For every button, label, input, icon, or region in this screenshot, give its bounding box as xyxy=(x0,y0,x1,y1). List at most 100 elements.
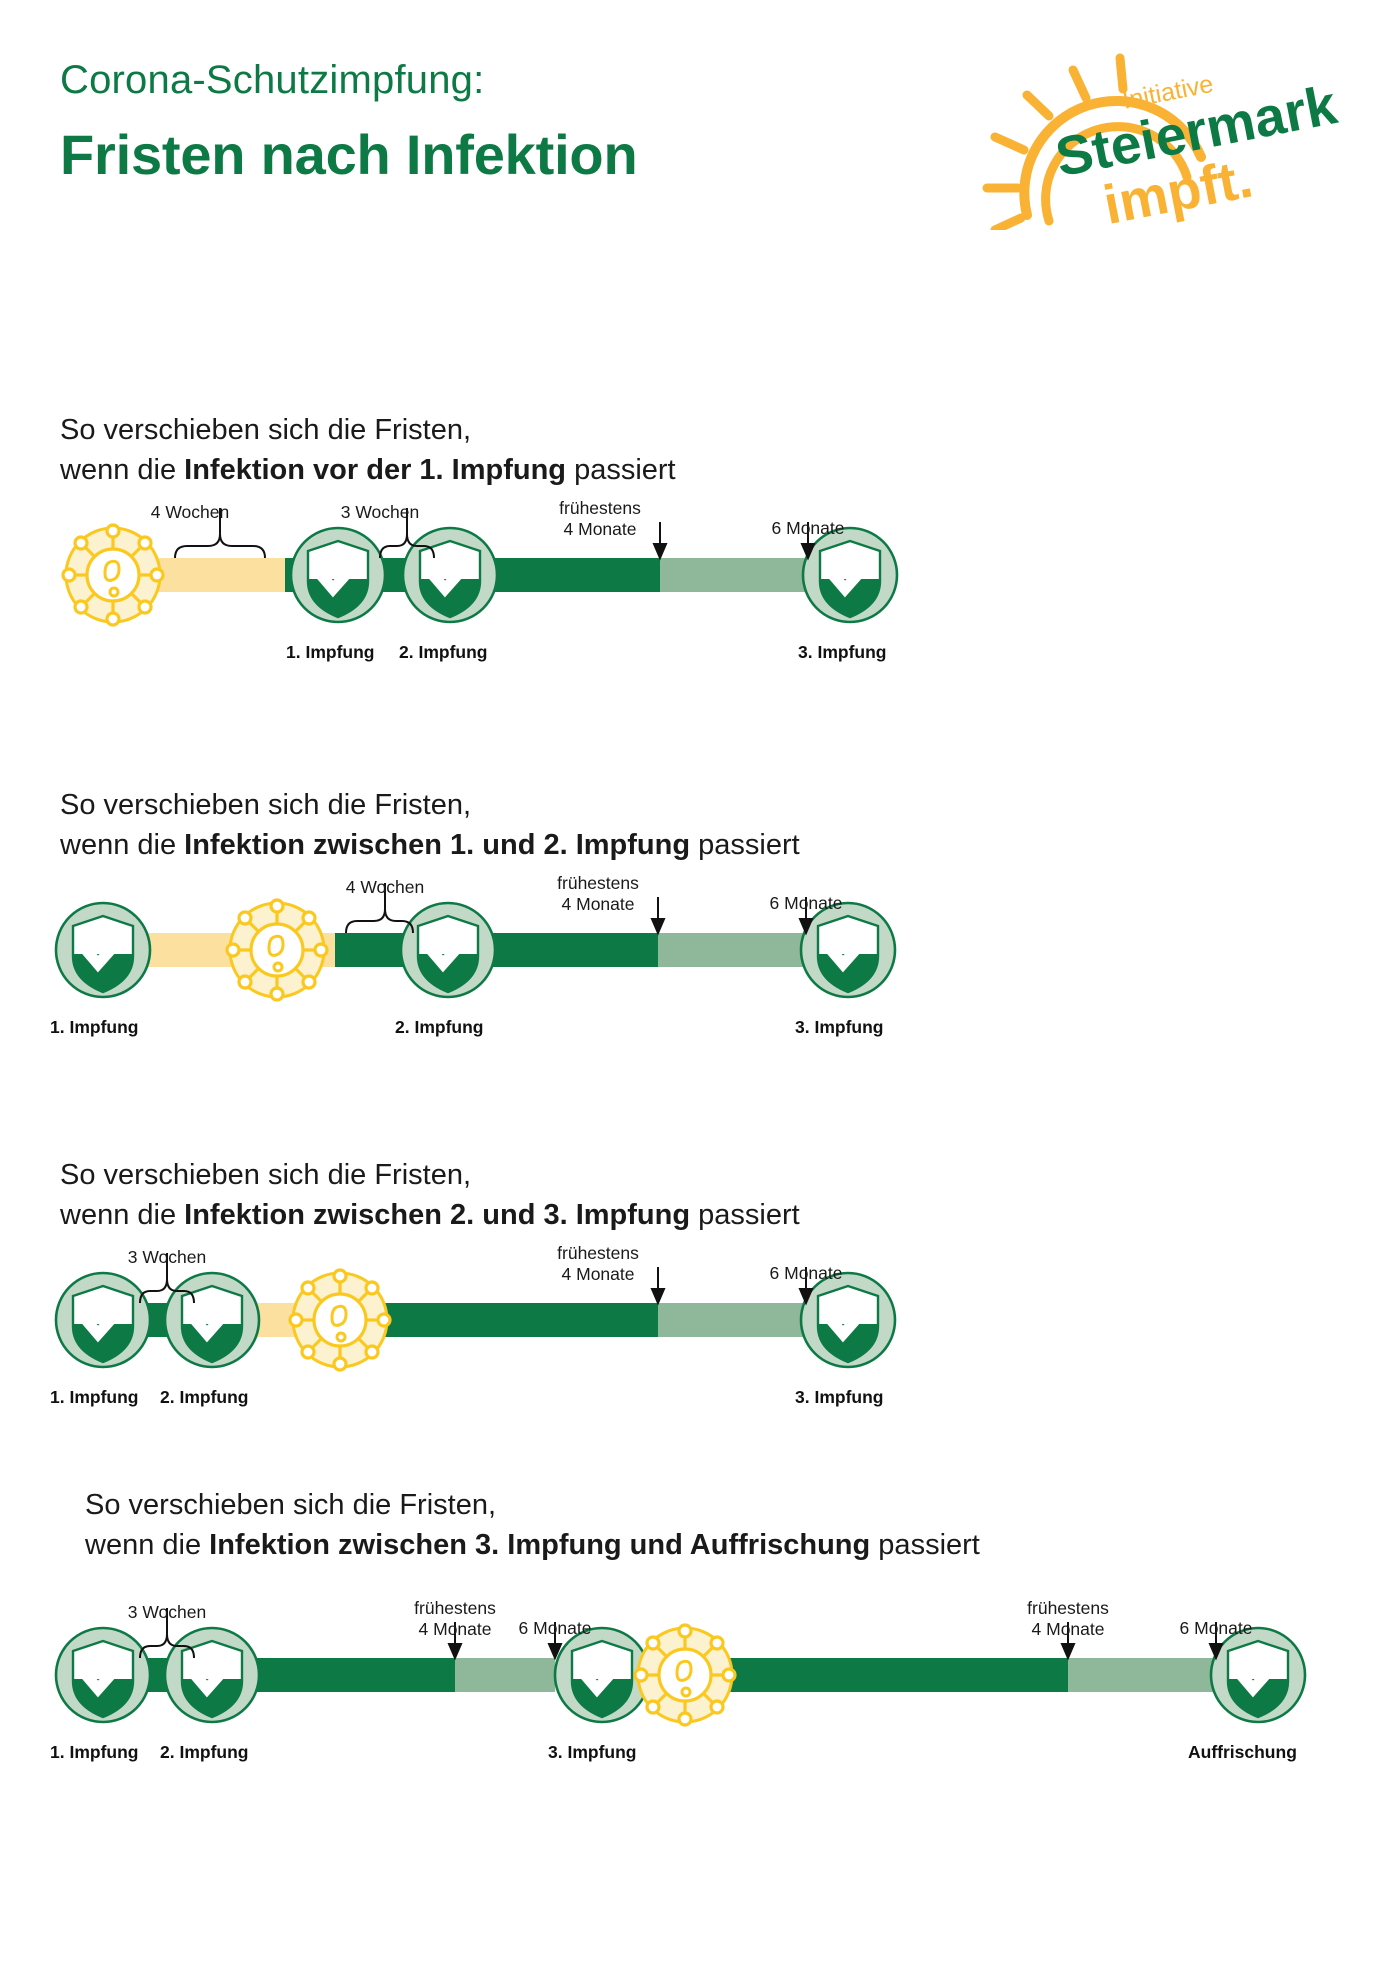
page-title: Fristen nach Infektion xyxy=(60,123,638,186)
arrow-label-4-monate-2: frühestens 4 Monate xyxy=(998,1598,1138,1639)
heading-line2-post: passiert xyxy=(870,1529,980,1562)
page-header: Corona-Schutzimpfung: Fristen nach Infek… xyxy=(0,0,1400,270)
arrow-4-monate-1 xyxy=(447,1622,463,1661)
arrow-4-monate xyxy=(652,522,668,561)
arrow-4-monate-2 xyxy=(1060,1622,1076,1661)
arrow-label-6-monate: 6 Monate xyxy=(769,1263,843,1283)
arrow-label-6-monate-2: 6 Monate xyxy=(1179,1618,1253,1638)
node-caption-dose-1: 1. Impfung xyxy=(50,1017,139,1037)
node-caption-dose-1: 1. Impfung xyxy=(50,1742,139,1762)
heading-line2-bold: Infektion vor der 1. Impfung xyxy=(184,454,567,487)
node-caption-dose-2: 2. Impfung xyxy=(395,1017,484,1037)
bracket-1 xyxy=(345,883,414,934)
section-heading: So verschieben sich die Fristen, wenn di… xyxy=(85,1485,980,1565)
arrow-label-4-monate: frühestens 4 Monate xyxy=(528,873,668,914)
steiermark-impft-logo: Initiative Steiermark impft. xyxy=(965,40,1365,230)
bracket-label-3-wochen: 3 Wochen xyxy=(127,1602,207,1622)
bracket-label-3-wochen: 3 Wochen xyxy=(127,1247,207,1267)
section-heading: So verschieben sich die Fristen, wenn di… xyxy=(60,785,800,865)
shield-icon-booster xyxy=(1209,1626,1307,1724)
node-caption-dose-3: 3. Impfung xyxy=(548,1742,637,1762)
bar-light-green-1 xyxy=(455,1658,555,1692)
node-caption-dose-3: 3. Impfung xyxy=(795,1387,884,1407)
node-caption-booster: Auffrischung xyxy=(1188,1742,1297,1762)
shield-icon-dose-2 xyxy=(163,1626,261,1724)
bar-light-green xyxy=(660,558,815,592)
arrow-4-monate xyxy=(650,1267,666,1306)
arrow-label-4-monate: frühestens 4 Monate xyxy=(530,498,670,539)
heading-line1: So verschieben sich die Fristen, xyxy=(60,414,472,446)
arrow-label-4-monate-1: frühestens 4 Monate xyxy=(385,1598,525,1639)
bracket-label-4-wochen: 4 Wochen xyxy=(345,877,425,897)
bar-light-green xyxy=(658,933,810,967)
virus-icon xyxy=(225,898,329,1002)
heading-line2-bold: Infektion zwischen 2. und 3. Impfung xyxy=(184,1199,691,1232)
arrow-label-top: frühestens xyxy=(557,873,639,893)
arrow-6-monate xyxy=(798,897,814,936)
bracket-1 xyxy=(139,1608,195,1659)
heading-line1: So verschieben sich die Fristen, xyxy=(85,1489,497,1521)
shield-icon-dose-1 xyxy=(289,526,387,624)
shield-icon-dose-3 xyxy=(553,1626,651,1724)
heading-line2-post: passiert xyxy=(690,829,800,862)
shield-icon-dose-3 xyxy=(799,901,897,999)
shield-icon-dose-3 xyxy=(801,526,899,624)
heading-line2-post: passiert xyxy=(690,1199,800,1232)
shield-icon-dose-2 xyxy=(401,526,499,624)
node-caption-dose-1: 1. Impfung xyxy=(286,642,375,662)
arrow-label-bottom: 4 Monate xyxy=(1031,1618,1105,1639)
virus-icon xyxy=(633,1623,737,1727)
section-heading: So verschieben sich die Fristen, wenn di… xyxy=(60,410,676,490)
node-caption-dose-2: 2. Impfung xyxy=(160,1387,249,1407)
heading-line2-post: passiert xyxy=(566,454,676,487)
shield-icon-dose-2 xyxy=(163,1271,261,1369)
arrow-6-monate-2 xyxy=(1208,1622,1224,1661)
arrow-label-4-monate: frühestens 4 Monate xyxy=(528,1243,668,1284)
arrow-label-bottom: 4 Monate xyxy=(418,1618,492,1639)
arrow-6-monate-1 xyxy=(547,1622,563,1661)
node-caption-dose-3: 3. Impfung xyxy=(798,642,887,662)
shield-icon-dose-3 xyxy=(799,1271,897,1369)
virus-icon xyxy=(288,1268,392,1372)
arrow-label-top: frühestens xyxy=(414,1598,496,1618)
node-caption-dose-2: 2. Impfung xyxy=(399,642,488,662)
bracket-label-4-wochen: 4 Wochen xyxy=(150,502,230,522)
bar-yellow xyxy=(155,558,285,592)
timeline-graphic xyxy=(40,1245,960,1405)
heading-line2-pre: wenn die xyxy=(60,1199,185,1232)
heading-line2-pre: wenn die xyxy=(60,454,185,487)
shield-icon-dose-1 xyxy=(54,1271,152,1369)
heading-line1: So verschieben sich die Fristen, xyxy=(60,1159,472,1191)
arrow-label-top: frühestens xyxy=(559,498,641,518)
heading-line1: So verschieben sich die Fristen, xyxy=(60,789,472,821)
bracket-2 xyxy=(379,508,435,559)
bracket-1 xyxy=(139,1253,195,1304)
sun-icon xyxy=(982,53,1206,230)
arrow-label-6-monate: 6 Monate xyxy=(771,518,845,538)
arrow-label-6-monate-1: 6 Monate xyxy=(518,1618,592,1638)
timeline-graphic xyxy=(50,500,960,660)
arrow-label-6-monate: 6 Monate xyxy=(769,893,843,913)
shield-icon-dose-1 xyxy=(54,1626,152,1724)
shield-icon-dose-1 xyxy=(54,901,152,999)
timeline-graphic xyxy=(40,875,960,1035)
arrow-6-monate xyxy=(800,522,816,561)
arrow-label-bottom: 4 Monate xyxy=(561,1263,635,1284)
section-heading: So verschieben sich die Fristen, wenn di… xyxy=(60,1155,800,1235)
node-caption-dose-1: 1. Impfung xyxy=(50,1387,139,1407)
arrow-label-bottom: 4 Monate xyxy=(561,893,635,914)
virus-icon xyxy=(61,523,165,627)
heading-line2-bold: Infektion zwischen 1. und 2. Impfung xyxy=(184,829,691,862)
timeline-graphic xyxy=(40,1600,1370,1760)
heading-line2-pre: wenn die xyxy=(85,1529,210,1562)
shield-icon-dose-2 xyxy=(399,901,497,999)
heading-line2-bold: Infektion zwischen 3. Impfung und Auffri… xyxy=(209,1529,871,1562)
arrow-label-top: frühestens xyxy=(557,1243,639,1263)
bar-light-green-2 xyxy=(1068,1658,1220,1692)
arrow-label-top: frühestens xyxy=(1027,1598,1109,1618)
page-kicker: Corona-Schutzimpfung: xyxy=(60,58,485,102)
node-caption-dose-2: 2. Impfung xyxy=(160,1742,249,1762)
heading-line2-pre: wenn die xyxy=(60,829,185,862)
bracket-label-3-wochen: 3 Wochen xyxy=(340,502,420,522)
bar-light-green xyxy=(658,1303,810,1337)
